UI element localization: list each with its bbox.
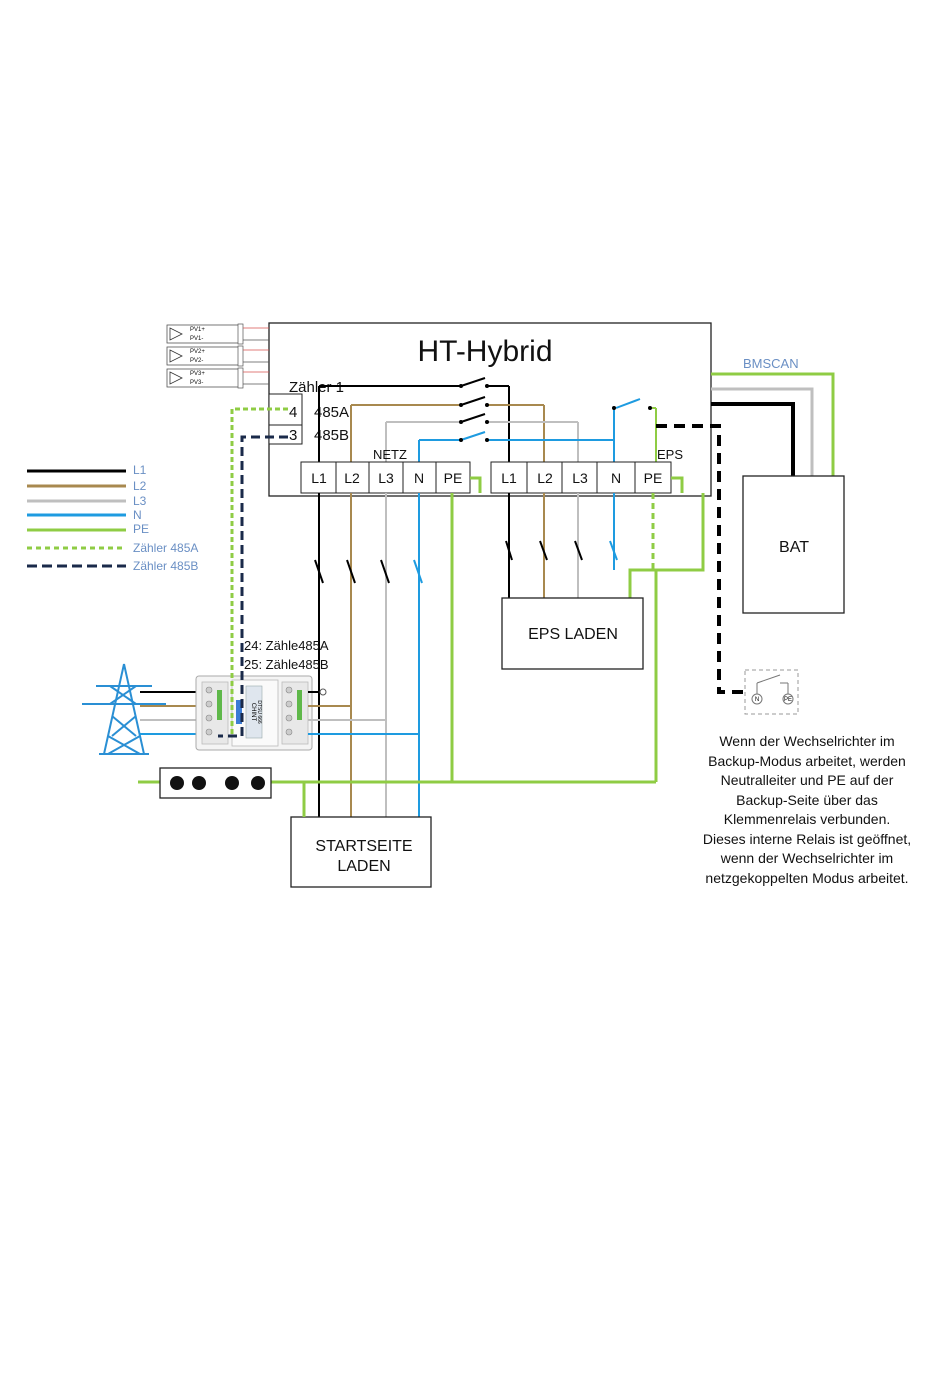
grid-pylon-icon (82, 663, 166, 755)
svg-text:Wenn der Wechselrichter im: Wenn der Wechselrichter im (719, 733, 894, 749)
legend-item-485a: Zähler 485A (27, 541, 198, 555)
netz-terminal-l2: L2 (344, 470, 360, 486)
svg-text:Dieses interne Relais ist geöf: Dieses interne Relais ist geöffnet, (703, 831, 911, 847)
eps-load-box (501, 597, 644, 670)
svg-text:L2: L2 (133, 479, 147, 493)
meter-label-485b: 25: Zähle485B (244, 657, 329, 672)
eps-load-wiring (508, 476, 705, 598)
svg-text:DTSU 666: DTSU 666 (256, 700, 262, 724)
meter-port: Zähler 1 4 485A 3 485B (268, 379, 349, 445)
svg-text:PE: PE (784, 697, 792, 703)
svg-text:PV3+: PV3+ (190, 371, 205, 377)
netz-terminal-n: N (414, 470, 424, 486)
legend-item-l3: L3 (27, 494, 147, 508)
home-load-line-1: STARTSEITE (315, 838, 412, 855)
rs485a-line (230, 407, 288, 736)
pv-inputs: PV1+ PV1- PV2+ PV2- PV3+ PV3- (166, 323, 269, 389)
netz-terminal-l3: L3 (378, 470, 394, 486)
bms-label: BMSCAN (743, 356, 799, 371)
legend-item-n: N (27, 508, 142, 522)
eps-terminal-l1: L1 (501, 470, 517, 486)
svg-text:netzgekoppelten Modus arbeitet: netzgekoppelten Modus arbeitet. (705, 870, 908, 886)
svg-text:Backup-Seite über das: Backup-Seite über das (736, 792, 878, 808)
eps-terminal-l3: L3 (572, 470, 588, 486)
svg-text:PV3-: PV3- (190, 380, 203, 386)
meter-pin-4: 4 (289, 404, 297, 421)
svg-text:Neutralleiter und PE auf der: Neutralleiter und PE auf der (721, 772, 894, 788)
svg-text:PV1-: PV1- (190, 336, 203, 342)
pv-input-2: PV2+ PV2- (166, 345, 269, 367)
svg-text:wenn der Wechselrichter im: wenn der Wechselrichter im (720, 850, 893, 866)
home-load-box (290, 816, 432, 888)
svg-text:N: N (133, 508, 142, 522)
home-load-line-2: LADEN (337, 858, 390, 875)
legend-item-485b: Zähler 485B (27, 559, 198, 573)
svg-text:Klemmenrelais verbunden.: Klemmenrelais verbunden. (724, 811, 891, 827)
grid-wires (140, 691, 205, 735)
netz-label: NETZ (373, 447, 407, 462)
svg-text:L1: L1 (133, 463, 147, 477)
eps-terminal-block: EPS L1 L2 L3 N PE (490, 447, 683, 494)
smart-meter: CHINT DTSU 666 (195, 675, 313, 751)
home-load-wiring (318, 476, 482, 817)
eps-terminal-n: N (611, 470, 621, 486)
external-relay: N PE (744, 669, 799, 715)
svg-text:PV1+: PV1+ (190, 327, 205, 333)
meter-label-485a: 24: Zähle485A (244, 638, 329, 653)
svg-text:L3: L3 (133, 494, 147, 508)
relay-contacts (459, 384, 652, 442)
netz-terminal-pe: PE (444, 470, 463, 486)
svg-text:N: N (755, 697, 759, 703)
legend-item-l1: L1 (27, 463, 147, 477)
eps-terminal-pe: PE (644, 470, 663, 486)
svg-text:CHINT: CHINT (250, 703, 256, 722)
legend-item-pe: PE (27, 522, 149, 536)
battery-box (742, 475, 845, 614)
pe-busbar (159, 767, 272, 799)
eps-label: EPS (657, 447, 683, 462)
meter-pin-4-label: 485A (314, 404, 349, 421)
internal-relays (318, 377, 657, 462)
home-breakers (314, 559, 423, 584)
meter-pin-3-label: 485B (314, 427, 349, 444)
svg-text:Zähler 485A: Zähler 485A (133, 541, 198, 555)
legend-item-l2: L2 (27, 479, 147, 493)
svg-text:Backup-Modus arbeitet, werden: Backup-Modus arbeitet, werden (708, 753, 906, 769)
eps-breakers (505, 540, 618, 561)
meter-output-wires (308, 688, 419, 735)
battery-label: BAT (779, 539, 809, 556)
svg-text:Zähler 485B: Zähler 485B (133, 559, 198, 573)
battery-wiring (711, 372, 835, 476)
meter-port-title: Zähler 1 (289, 379, 344, 396)
eps-terminal-l2: L2 (537, 470, 553, 486)
pv-input-1: PV1+ PV1- (166, 323, 269, 345)
svg-text:PV2-: PV2- (190, 358, 203, 364)
inverter-title: HT-Hybrid (417, 335, 552, 368)
meter-pin-3: 3 (289, 427, 297, 444)
legend: L1 L2 L3 N PE Zähler 485A Zähler 485B (27, 463, 198, 573)
explanation-note: Wenn der Wechselrichter im Backup-Modus … (703, 733, 911, 886)
netz-terminal-l1: L1 (311, 470, 327, 486)
rs485b-line (218, 435, 288, 738)
svg-text:PE: PE (133, 522, 149, 536)
eps-load-label: EPS LADEN (528, 626, 618, 643)
svg-text:PV2+: PV2+ (190, 349, 205, 355)
pv-input-3: PV3+ PV3- (166, 367, 269, 389)
pe-wiring (138, 570, 658, 817)
